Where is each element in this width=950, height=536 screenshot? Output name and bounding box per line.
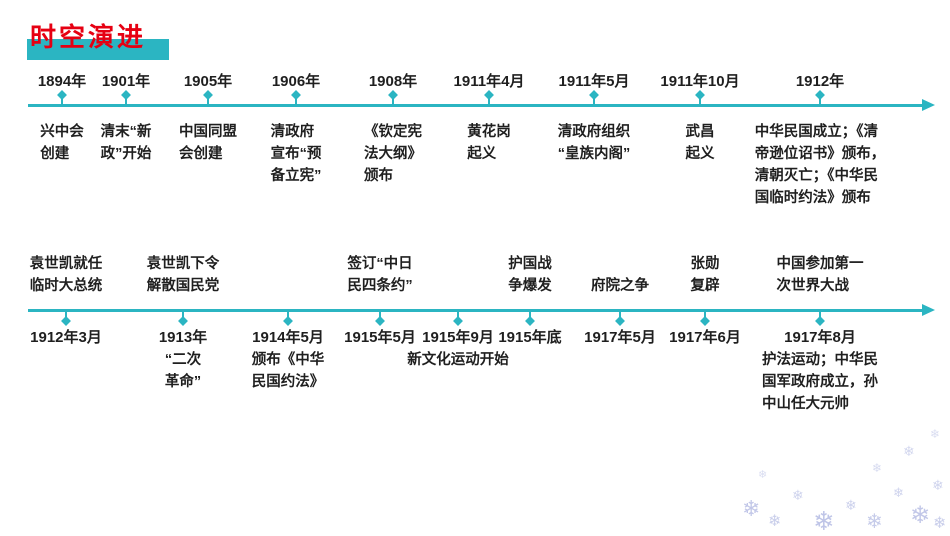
event-date: 1913年	[158, 329, 208, 346]
timeline-top-axis	[28, 104, 924, 107]
timeline-marker-icon	[121, 90, 131, 100]
event-stem	[182, 311, 184, 320]
event-date-group: 1915年底	[498, 327, 561, 349]
event-stem	[619, 311, 621, 320]
event-desc: 张勋 复辟	[690, 256, 720, 294]
page-title-text: 时空演进	[30, 22, 147, 52]
event-desc: 中华民国成立；《清 帝逊位诏书》颁布， 清朝灭亡；《中华民 国临时约法》颁布	[754, 124, 886, 206]
arrow-right-icon	[922, 304, 935, 316]
timeline-marker-icon	[61, 316, 71, 326]
event-stem	[379, 311, 381, 320]
timeline-marker-icon	[57, 90, 67, 100]
event-date: 1914年5月	[252, 329, 324, 346]
event-date: 1905年	[183, 73, 233, 90]
snowflake-icon: ❄	[845, 497, 857, 513]
snowflake-icon: ❄	[893, 485, 904, 500]
snowflake-icon: ❄	[866, 511, 883, 533]
event-date: 1915年9月	[422, 329, 494, 346]
snowflake-icon: ❄	[872, 461, 883, 475]
event-stem	[457, 311, 459, 320]
event-date: 1911年10月	[660, 73, 740, 90]
event-desc: 清政府 宣布“预 备立宪”	[270, 124, 322, 184]
timeline-marker-icon	[453, 316, 463, 326]
event-date: 1917年8月	[784, 329, 856, 346]
snowflake-icon: ❄	[930, 427, 941, 441]
event-date: 1912年	[795, 73, 845, 90]
event-desc: 中国同盟 会创建	[179, 124, 237, 162]
event-desc: 府院之争	[591, 278, 649, 294]
timeline-marker-icon	[615, 316, 625, 326]
event-date: 1915年5月	[344, 329, 416, 346]
arrow-right-icon	[922, 99, 935, 111]
event-desc: 护国战 争爆发	[508, 256, 552, 294]
snowflake-icon: ❄	[768, 513, 782, 530]
event-desc: 护法运动；中华民 国军政府成立，孙 中山任大元帅	[762, 352, 878, 412]
event-date: 1908年	[368, 73, 418, 90]
event-desc: 黄花岗 起义	[467, 124, 511, 162]
event-stem	[65, 311, 67, 320]
event-desc: 新文化运动开始	[407, 352, 509, 368]
event-desc: 兴中会 创建	[40, 124, 84, 162]
timeline-marker-icon	[695, 90, 705, 100]
event-date: 1915年底	[498, 329, 562, 346]
event-stem	[819, 311, 821, 320]
event-desc: 袁世凯下令 解散国民党	[146, 256, 220, 294]
timeline-marker-icon	[388, 90, 398, 100]
event-stem	[529, 311, 531, 320]
timeline-marker-icon	[589, 90, 599, 100]
event-desc: “二次 革命”	[164, 352, 202, 390]
event-stem	[704, 311, 706, 320]
event-date-group: 1917年8月护法运动；中华民 国军政府成立，孙 中山任大元帅	[762, 327, 878, 415]
event-desc: 《钦定宪 法大纲》 颁布	[364, 124, 422, 184]
page-title: 时空演进	[27, 22, 169, 60]
timeline-bottom-axis	[28, 309, 924, 312]
timeline-marker-icon	[283, 316, 293, 326]
snowflake-icon: ❄	[792, 487, 804, 503]
event-stem	[287, 311, 289, 320]
event-desc: 清政府组织 “皇族内阁”	[557, 124, 631, 162]
timeline-marker-icon	[700, 316, 710, 326]
event-desc: 颁布《中华 民国约法》	[251, 352, 325, 390]
snowflake-icon: ❄	[903, 443, 915, 459]
snowflake-icon: ❄	[813, 506, 835, 536]
event-date: 1901年	[101, 73, 151, 90]
event-date-group: 1912年3月	[30, 327, 102, 349]
snowflake-icon: ❄	[910, 502, 931, 529]
event-date-group: 1913年 “二次 革命”	[159, 327, 207, 393]
event-desc: 签订“中日 民四条约”	[347, 256, 413, 294]
timeline-marker-icon	[291, 90, 301, 100]
event-date: 1917年6月	[669, 329, 741, 346]
event-desc: 武昌 起义	[685, 124, 715, 162]
event-date: 1894年	[37, 73, 87, 90]
event-date-group: 1917年6月	[669, 327, 741, 349]
event-desc: 中国参加第一 次世界大战	[776, 256, 864, 294]
event-desc: 清末“新 政”开始	[100, 124, 152, 162]
title-highlight-bar	[27, 39, 169, 60]
snowflake-icon: ❄	[933, 515, 947, 532]
timeline-marker-icon	[178, 316, 188, 326]
timeline-marker-icon	[203, 90, 213, 100]
event-date: 1912年3月	[30, 329, 102, 346]
event-date-group: 1917年5月	[584, 327, 656, 349]
event-desc: 袁世凯就任 临时大总统	[29, 256, 103, 294]
snowflake-icon: ❄	[742, 496, 761, 521]
timeline-marker-icon	[484, 90, 494, 100]
timeline-marker-icon	[375, 316, 385, 326]
timeline-marker-icon	[525, 316, 535, 326]
event-date: 1906年	[271, 73, 321, 90]
event-date: 1911年4月	[453, 73, 525, 90]
snowflake-icon: ❄	[932, 477, 944, 493]
snowflake-icon: ❄	[758, 469, 768, 481]
event-date-group: 1915年9月新文化运动开始	[407, 327, 509, 371]
timeline-marker-icon	[815, 316, 825, 326]
event-date-group: 1914年5月颁布《中华 民国约法》	[252, 327, 325, 393]
timeline-marker-icon	[815, 90, 825, 100]
event-date: 1911年5月	[558, 73, 630, 90]
event-date: 1917年5月	[584, 329, 656, 346]
event-date-group: 1915年5月	[344, 327, 416, 349]
